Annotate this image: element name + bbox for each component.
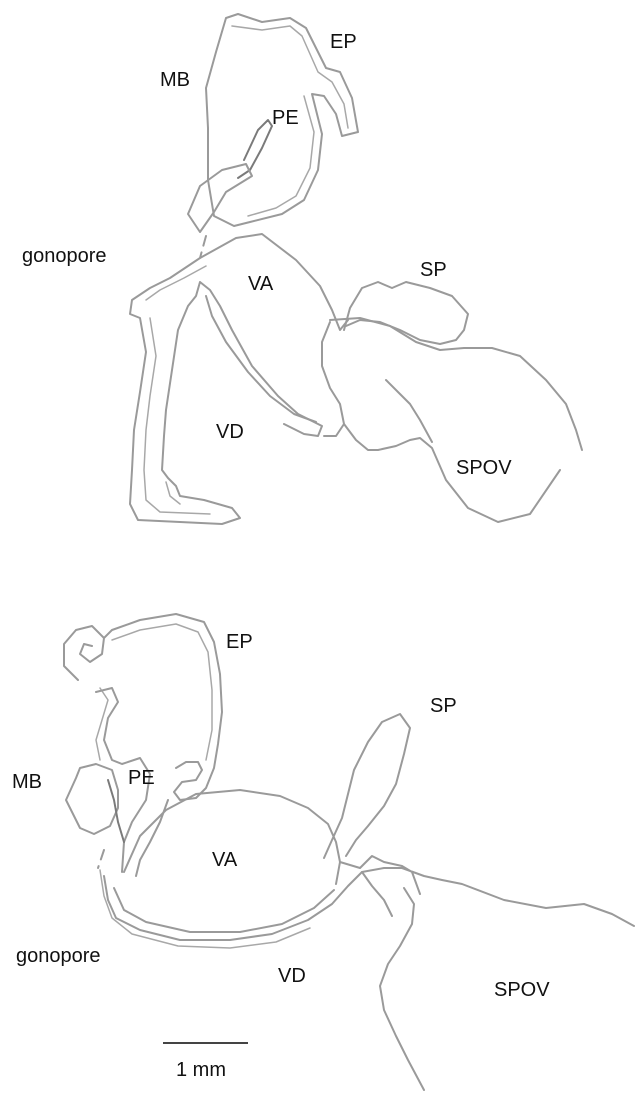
bottom-label-gonopore: gonopore <box>16 945 101 967</box>
bottom-diagram <box>64 614 634 1090</box>
bottom-vas-deferens <box>104 868 402 940</box>
bottom-vas-deferens-inner <box>100 870 310 948</box>
bottom-dashed-connection <box>98 850 104 868</box>
bottom-labels: EP SP MB PE VA gonopore VD SPOV <box>12 631 550 1001</box>
bottom-label-pe: PE <box>128 767 155 789</box>
bottom-label-mb: MB <box>12 771 42 793</box>
top-vas-deferens <box>206 296 316 422</box>
top-penis-loop <box>238 120 272 178</box>
top-spermoviduct <box>322 318 582 522</box>
top-body-wall-inner <box>144 266 210 514</box>
bottom-spov-lower <box>362 872 392 916</box>
bottom-label-sp: SP <box>430 695 457 717</box>
top-labels: EP MB PE gonopore SP VA VD SPOV <box>22 31 512 479</box>
top-label-pe: PE <box>272 107 299 129</box>
scale-bar: 1 mm <box>163 1043 248 1081</box>
top-diagram <box>130 14 582 524</box>
top-label-spov: SPOV <box>456 457 512 479</box>
bottom-muscle-band <box>66 764 118 834</box>
bottom-spermatheca <box>324 714 410 858</box>
bottom-spermoviduct <box>340 856 634 1090</box>
bottom-muscle-inner <box>108 780 124 842</box>
top-label-ep: EP <box>330 31 357 53</box>
bottom-label-spov: SPOV <box>494 979 550 1001</box>
bottom-label-ep: EP <box>226 631 253 653</box>
scale-bar-label: 1 mm <box>176 1059 226 1081</box>
top-label-gonopore: gonopore <box>22 245 107 267</box>
bottom-label-va: VA <box>212 849 238 871</box>
top-label-vd: VD <box>216 421 244 443</box>
bottom-label-vd: VD <box>278 965 306 987</box>
top-label-va: VA <box>248 273 274 295</box>
top-label-mb: MB <box>160 69 190 91</box>
top-body-wall <box>130 234 348 524</box>
top-label-sp: SP <box>420 259 447 281</box>
